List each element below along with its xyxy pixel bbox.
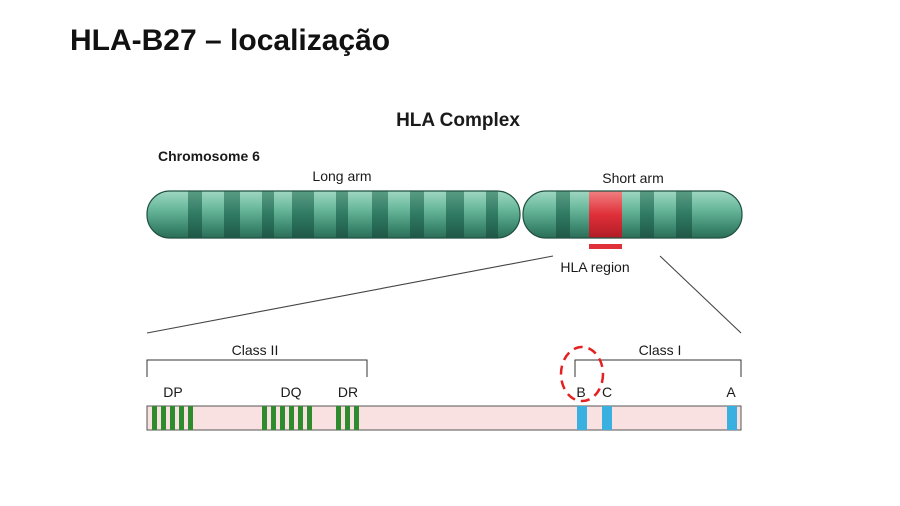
gene-label-dr: DR: [338, 384, 358, 400]
highlight-circle: [559, 345, 605, 403]
zoom-line-right: [659, 255, 742, 334]
gene-label-c: C: [602, 384, 612, 400]
chromosome-label: Chromosome 6: [158, 148, 260, 164]
gene-b-block: [577, 406, 587, 430]
gene-c-block: [602, 406, 612, 430]
hla-region-band: [589, 191, 622, 238]
chromosome-long-arm: [146, 190, 521, 239]
gene-dr-block: [336, 406, 359, 430]
hla-region-label: HLA region: [560, 259, 629, 275]
class-i-label: Class I: [639, 342, 682, 358]
slide-title: HLA-B27 – localização: [70, 24, 391, 57]
gene-label-b: B: [576, 384, 585, 400]
gene-label-dq: DQ: [281, 384, 302, 400]
short-arm-label: Short arm: [602, 170, 663, 186]
hla-region-marker: [589, 244, 622, 249]
hla-gene-bar: [146, 405, 742, 431]
gene-dq-block: [262, 406, 312, 430]
diagram-heading: HLA Complex: [396, 110, 520, 131]
gene-a-block: [727, 406, 737, 430]
zoom-line-left: [146, 255, 554, 334]
chromosome-short-arm: [522, 190, 743, 239]
class-ii-bracket: [146, 359, 368, 377]
class-i-bracket: [574, 359, 742, 377]
long-arm-label: Long arm: [312, 168, 371, 184]
gene-label-dp: DP: [163, 384, 182, 400]
gene-label-a: A: [726, 384, 736, 400]
class-ii-label: Class II: [232, 342, 279, 358]
gene-dp-block: [152, 406, 193, 430]
